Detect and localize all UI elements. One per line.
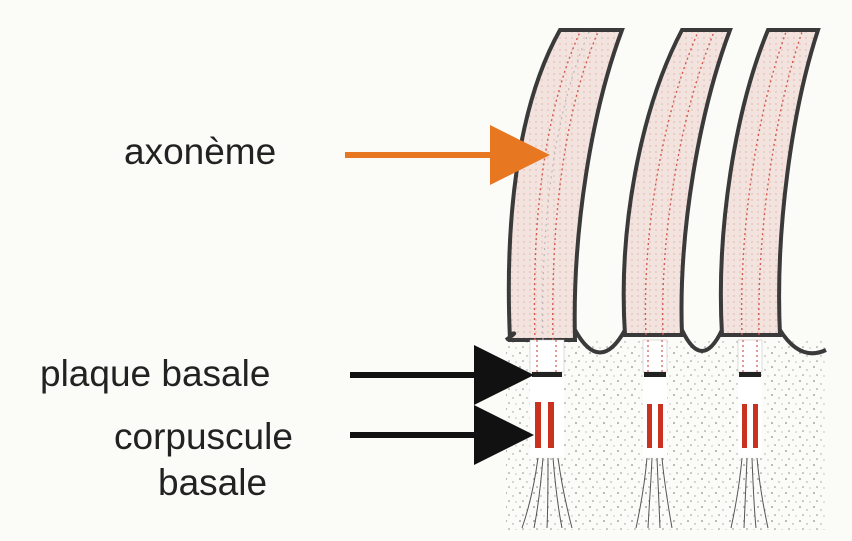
cilium-icon (506, 28, 625, 342)
rootlet-fibers-icon (521, 457, 769, 529)
transition-zone (529, 339, 763, 373)
cell-membrane (504, 328, 827, 356)
basal-body-label-line1: corpuscule (114, 416, 293, 457)
basal-body-icon (530, 377, 762, 457)
basal-plate-label: plaque basale (40, 353, 271, 394)
axoneme-label: axonème (124, 131, 277, 172)
basal-body-label-line2: basale (158, 462, 268, 503)
cilium-icon (621, 28, 733, 337)
basal-plate-icon (532, 372, 761, 377)
cilium-icon (718, 28, 821, 337)
